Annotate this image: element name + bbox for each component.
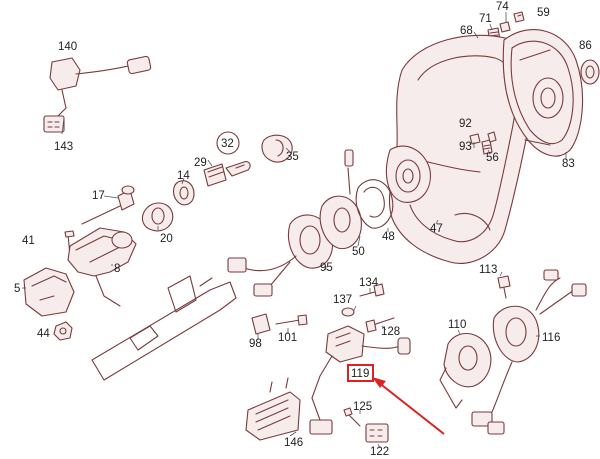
label-68: 68 [460,25,473,37]
label-74: 74 [496,1,509,13]
part-125-pin [343,407,361,427]
part-86-ring [580,59,600,85]
part-48-ring [355,179,394,229]
part-labels: 140 143 68 71 74 59 86 32 29 35 14 92 93… [14,1,592,458]
part-110-bracket [439,332,492,409]
label-86: 86 [579,40,592,52]
label-56: 56 [486,152,499,164]
label-32: 32 [221,138,234,150]
label-29: 29 [194,157,207,169]
label-146: 146 [284,437,303,449]
parts-lock-cylinder-key [172,131,293,206]
label-95: 95 [320,262,333,274]
part-83-airbag-module [502,29,584,157]
leader-lines [22,12,567,449]
label-134: 134 [359,277,379,289]
part-119-bracket-highlighted [311,325,411,399]
label-93: 93 [459,141,472,153]
part-146-bracket [245,377,333,441]
part-116-wiring-harness [471,269,587,435]
part-17-shaft [81,185,135,225]
part-8-ignition-housing [67,227,137,307]
part-50-disc [319,149,362,250]
label-44: 44 [37,328,50,340]
label-20: 20 [160,233,173,245]
label-41: 41 [22,235,35,247]
red-arrow [372,377,445,435]
steering-column [91,275,237,381]
part-101-screw [275,314,308,326]
label-140: 140 [58,41,77,53]
part-140-connector [43,55,152,133]
label-116: 116 [542,332,560,344]
part-122-connector [365,423,389,443]
label-110: 110 [448,319,466,331]
label-98: 98 [249,338,262,350]
part-113-screw [497,275,511,299]
label-125: 125 [353,401,372,413]
label-50: 50 [352,246,365,258]
highlight-box-119 [347,364,374,382]
label-8: 8 [114,263,120,275]
label-47: 47 [430,223,443,235]
label-137: 137 [333,294,352,306]
parts-92-93-56-bolts [469,131,497,155]
part-95-clock-spring [227,214,334,297]
part-47-steering-wheel [385,34,535,264]
label-122: 122 [370,446,389,458]
label-83: 83 [562,158,575,170]
label-71: 71 [479,13,492,25]
label-113: 113 [479,264,497,276]
part-137-washer [341,307,355,317]
label-17: 17 [92,190,105,202]
label-59: 59 [537,7,550,19]
label-101: 101 [278,332,297,344]
label-143: 143 [54,141,73,153]
label-48: 48 [382,231,395,243]
label-35: 35 [286,151,299,163]
part-98-clip [251,313,271,335]
label-119: 119 [351,368,369,380]
part-128-bolt [365,317,395,333]
part-20-bushing [141,202,174,232]
label-92: 92 [459,118,472,130]
part-5-switch-block [23,267,75,317]
part-44-nut [53,321,73,341]
part-134-bolt [359,283,385,297]
label-14: 14 [177,170,190,182]
label-128: 128 [381,326,400,338]
label-5: 5 [14,283,20,295]
